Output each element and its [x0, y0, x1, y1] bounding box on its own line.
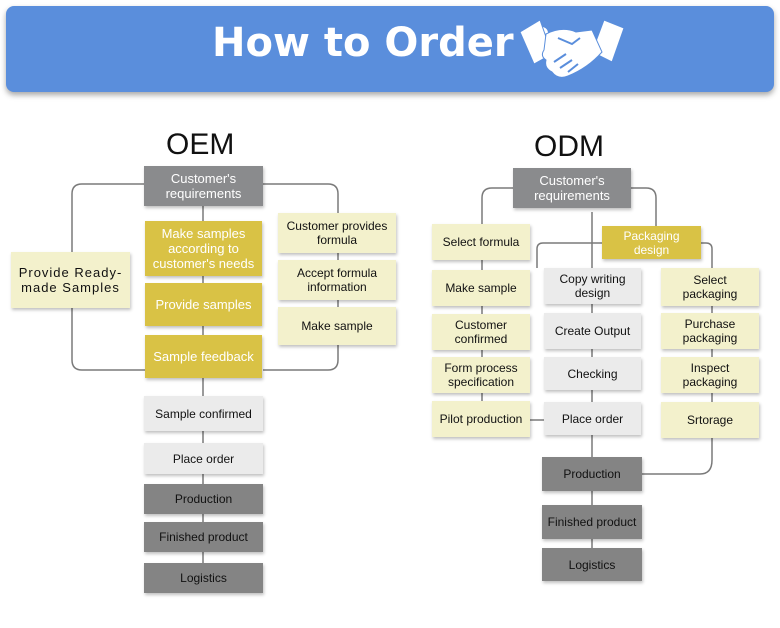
odm-title: ODM — [534, 130, 604, 163]
odm-packaging-design: Packaging design — [602, 226, 701, 259]
odm-middle-1: Copy writing design — [544, 268, 641, 304]
oem-step-2: Place order — [144, 443, 263, 474]
header-banner: How to Order ? — [6, 6, 774, 92]
oem-make-samples: Make samples according to customer's nee… — [145, 221, 262, 276]
oem-title: OEM — [166, 128, 235, 161]
odm-left-5: Pilot production — [432, 401, 530, 437]
odm-right-1: Select packaging — [661, 268, 759, 306]
odm-left-3: Customer confirmed — [432, 314, 530, 350]
oem-step-3: Production — [144, 484, 263, 514]
odm-requirements: Customer's requirements — [513, 168, 631, 208]
oem-step-4: Finished product — [144, 522, 263, 552]
odm-step-1: Production — [542, 457, 642, 491]
odm-step-3: Logistics — [542, 548, 642, 581]
oem-step-1: Sample confirmed — [144, 396, 263, 431]
odm-middle-2: Create Output — [544, 313, 641, 349]
odm-step-2: Finished product — [542, 505, 642, 539]
odm-middle-4: Place order — [544, 402, 641, 435]
oem-formula-1: Customer provides formula — [278, 213, 396, 253]
odm-left-4: Form process specification — [432, 357, 530, 393]
odm-middle-3: Checking — [544, 357, 641, 390]
banner-title: How to Order ? — [212, 20, 551, 66]
odm-right-2: Purchase packaging — [661, 313, 759, 349]
oem-provide-samples: Provide samples — [145, 283, 262, 326]
oem-step-5: Logistics — [144, 563, 263, 593]
odm-right-3: Inspect packaging — [661, 357, 759, 393]
odm-left-2: Make sample — [432, 270, 530, 306]
oem-formula-3: Make sample — [278, 307, 396, 345]
oem-sample-feedback: Sample feedback — [145, 335, 262, 378]
oem-ready-made-samples: Provide Ready-made Samples — [11, 252, 130, 308]
oem-requirements: Customer's requirements — [144, 166, 263, 206]
oem-formula-2: Accept formula information — [278, 260, 396, 300]
odm-left-1: Select formula — [432, 224, 530, 260]
odm-right-4: Srtorage — [661, 402, 759, 438]
handshake-icon — [519, 19, 625, 78]
